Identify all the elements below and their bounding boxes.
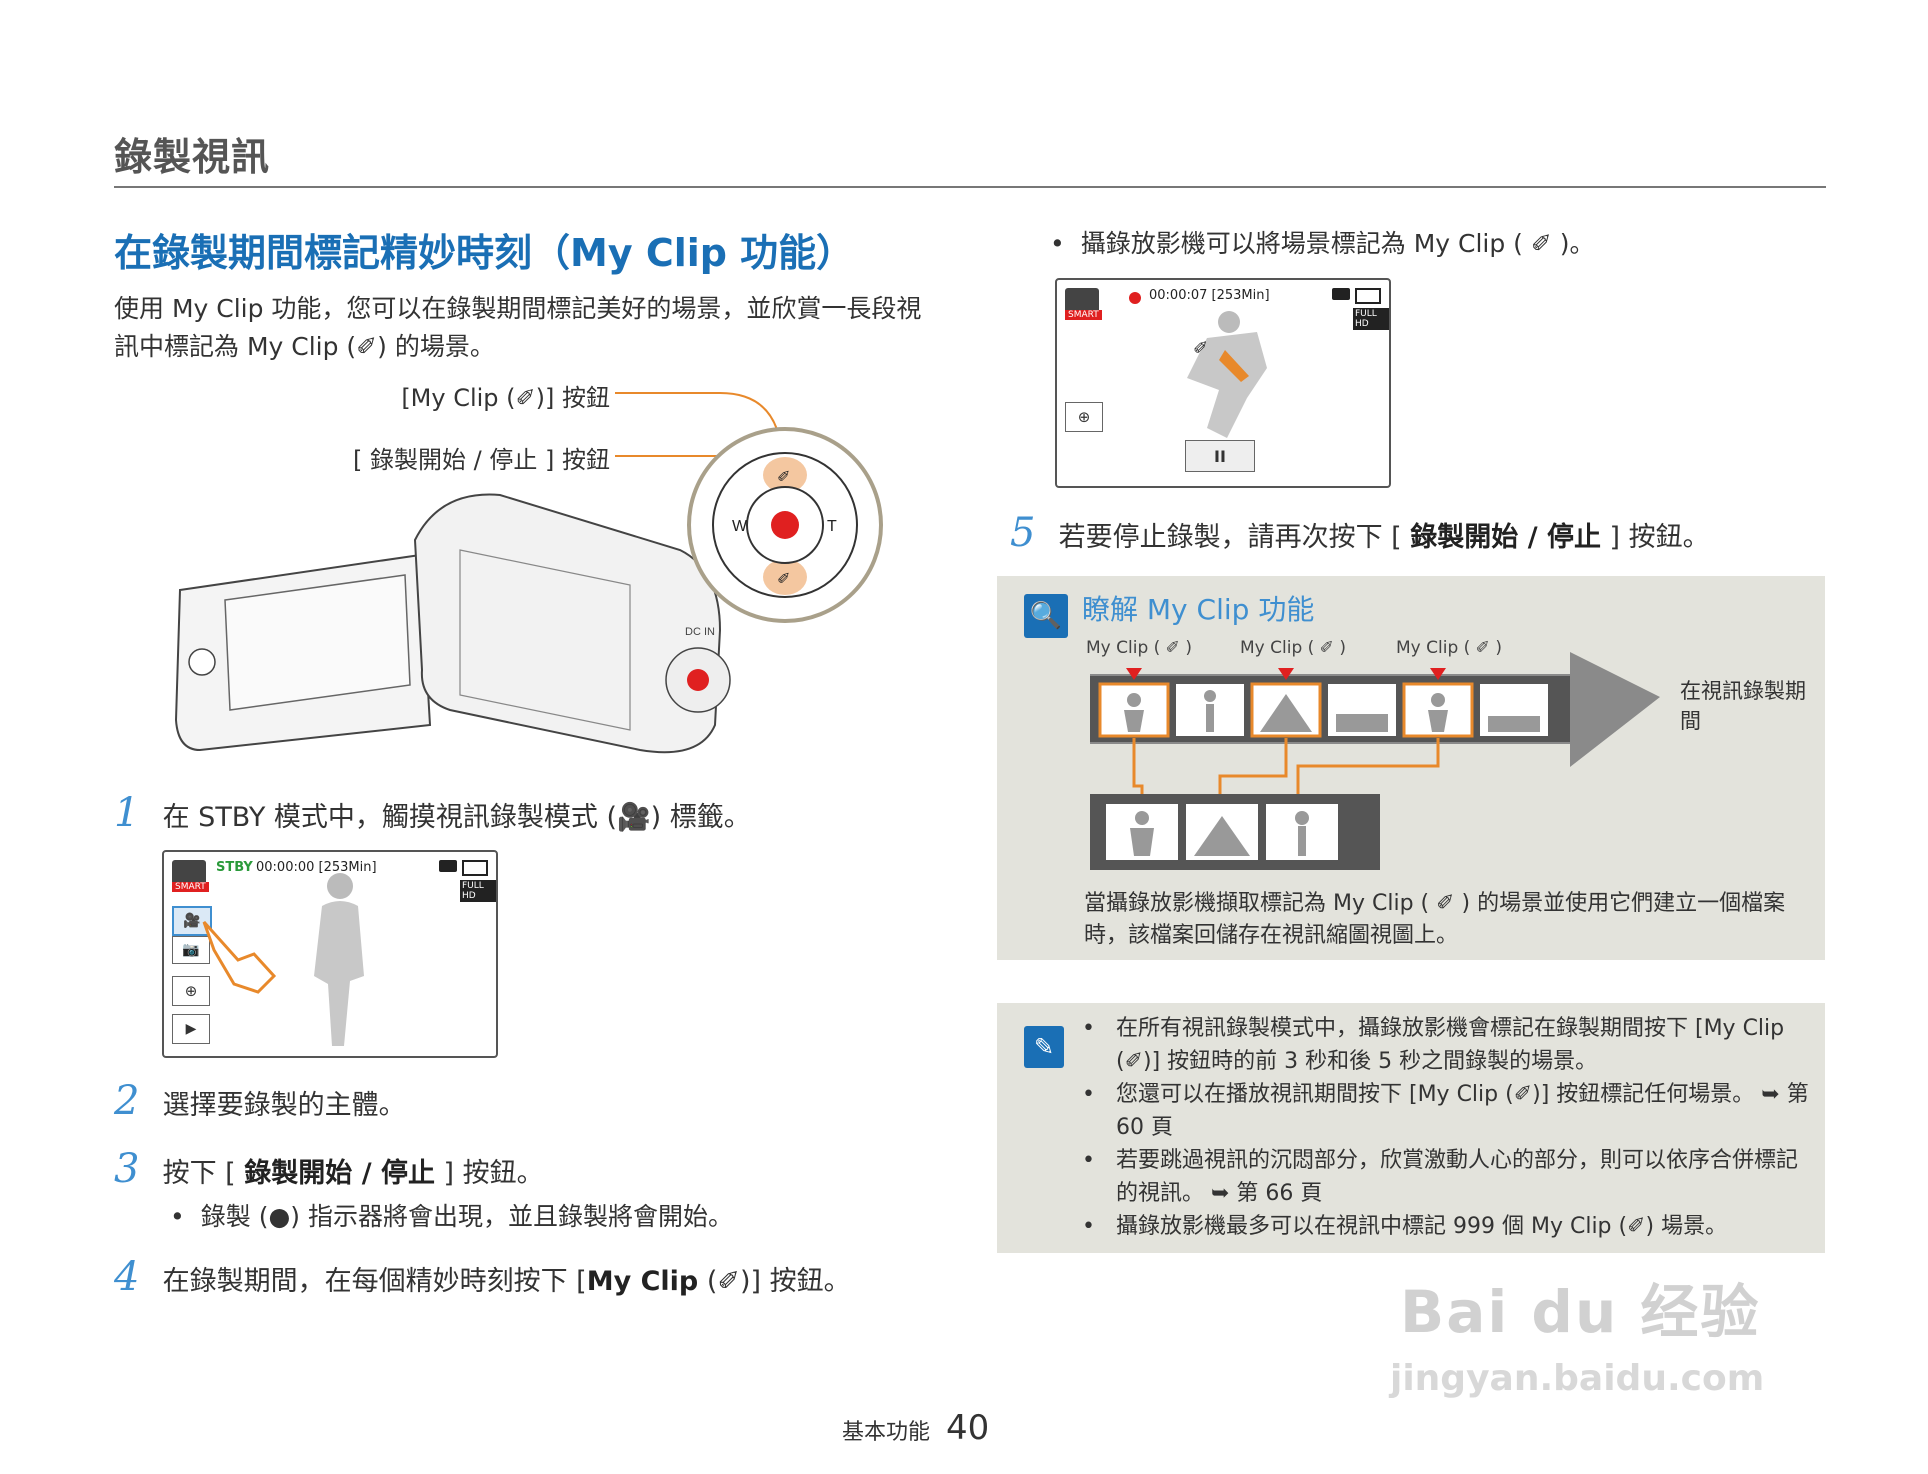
myclip-icon: ✐ [777,467,790,486]
step-2: 2 選擇要錄製的主體。 [114,1078,406,1124]
status-text: STBY [216,860,253,875]
full-hd-badge: FULL HD [1353,308,1389,330]
rec-time: 00:00:07 [253Min] [1149,288,1270,303]
step-text-end: ] 按鈕。 [434,1158,544,1189]
note-pencil-icon: ✎ [1024,1026,1064,1068]
step-text: 若要停止錄製，請再次按下 [ [1058,522,1411,553]
header-divider [114,186,1826,188]
dcin-label: DC IN [685,626,715,638]
jumping-subject-silhouette: ✐ [1187,311,1267,438]
step-number: 3 [114,1146,140,1192]
battery-icon [1355,288,1381,304]
card-icon [1332,288,1350,300]
page-title: 在錄製期間標記精妙時刻（My Clip 功能） [114,231,855,275]
hand-pointer-icon [202,920,277,994]
subject-silhouette [314,873,364,1046]
step-bold: 錄製開始 / 停止 [244,1158,435,1189]
note-list: 在所有視訊錄製模式中，攝錄放影機會標記在錄製期間按下 [My Clip (✐)]… [1080,1012,1810,1243]
full-hd-badge: FULL HD [460,880,496,902]
step-number: 5 [1010,510,1036,556]
step-text-end: ] 按鈕。 [1600,522,1710,553]
camcorder-illustration: DC IN W T ✐ ✐ [174,392,883,754]
video-mode-tab[interactable]: 🎥 [172,906,212,936]
rec-indicator-icon [1129,292,1141,304]
zoom-icon[interactable]: ⊕ [172,976,210,1006]
tip-caption: 當攝錄放影機擷取標記為 My Clip ( ✐ ) 的場景並使用它們建立一個檔案… [1084,891,1786,948]
pause-button[interactable]: II [1185,440,1255,472]
myclip-icon-lower: ✐ [777,569,790,588]
card-icon [439,860,457,872]
lcd-screen-stby: SMART STBY 00:00:00 [253Min] FULL HD 🎥 📷… [162,850,498,1058]
watermark-brand: Bai du 经验 [1400,1278,1761,1346]
step-bold: 錄製開始 / 停止 [1410,522,1601,553]
dial-w-label: W [732,518,748,535]
step-3-bullet: 錄製 (●) 指示器將會出現，並且錄製將會開始。 [170,1198,733,1236]
myclip-label-1: My Clip ( ✐ ) [1086,638,1192,658]
step-number: 1 [114,790,140,836]
step-number: 4 [114,1254,140,1300]
note-item: 若要跳過視訊的沉悶部分，欣賞激動人心的部分，則可以依序合併標記的視訊。 ➥ 第 … [1080,1144,1810,1210]
arrow-caption: 在視訊錄製期間 [1680,679,1806,733]
magnifier-icon: 🔍 [1024,594,1068,638]
bullet-text: 攝錄放影機可以將場景標記為 My Clip ( ✐ )。 [1080,229,1595,258]
step-text: 選擇要錄製的主體。 [162,1090,406,1121]
footer-label: 基本功能 [842,1420,931,1445]
note-item: 在所有視訊錄製模式中，攝錄放影機會標記在錄製期間按下 [My Clip (✐)]… [1080,1012,1810,1078]
step-bold: My Clip [586,1266,699,1297]
section-title: 錄製視訊 [114,135,271,179]
tip-title: 瞭解 My Clip 功能 [1082,593,1315,626]
step-3: 3 按下 [ 錄製開始 / 停止 ] 按鈕。 [114,1146,544,1192]
note-item: 攝錄放影機最多可以在視訊中標記 999 個 My Clip (✐) 場景。 [1080,1210,1810,1243]
bullet-text: 錄製 (●) 指示器將會出現，並且錄製將會開始。 [200,1202,733,1231]
callout-rec-button: [ 錄製開始 / 停止 ] 按鈕 [353,446,610,474]
smart-label: SMART [1065,310,1102,320]
photo-mode-tab[interactable]: 📷 [172,936,210,964]
time-remaining: 00:00:00 [253Min] [256,860,377,875]
lcd-screen-recording: SMART 00:00:07 [253Min] FULL HD ⊕ II ✐ [1055,278,1391,488]
filmstrip-diagram [1090,652,1660,870]
right-bullet-1: 攝錄放影機可以將場景標記為 My Clip ( ✐ )。 [1050,225,1595,263]
step-5: 5 若要停止錄製，請再次按下 [ 錄製開始 / 停止 ] 按鈕。 [1010,510,1710,556]
intro-paragraph: 使用 My Clip 功能，您可以在錄製期間標記美好的場景，並欣賞一長段視訊中標… [114,294,922,361]
play-icon[interactable]: ▶ [172,1014,210,1044]
myclip-label-2: My Clip ( ✐ ) [1240,638,1346,658]
smart-label: SMART [172,882,209,892]
zoom-icon[interactable]: ⊕ [1065,402,1103,432]
watermark-url: jingyan.baidu.com [1390,1358,1765,1399]
step-text: 按下 [ [162,1158,245,1189]
page-footer: 基本功能 40 [842,1408,989,1448]
step-text-end: (✐)] 按鈕。 [698,1266,851,1297]
step-text: 在錄製期間，在每個精妙時刻按下 [ [162,1266,587,1297]
battery-icon [462,860,488,876]
step-number: 2 [114,1078,140,1124]
dial-t-label: T [827,518,837,535]
note-item: 您還可以在播放視訊期間按下 [My Clip (✐)] 按鈕標記任何場景。 ➥ … [1080,1078,1810,1144]
step-text: 在 STBY 模式中，觸摸視訊錄製模式 (🎥) 標籤。 [162,802,751,833]
svg-text:✐: ✐ [1193,338,1208,359]
step-1: 1 在 STBY 模式中，觸摸視訊錄製模式 (🎥) 標籤。 [114,790,751,836]
callout-myclip-button: [My Clip (✐)] 按鈕 [401,384,610,412]
step-4: 4 在錄製期間，在每個精妙時刻按下 [My Clip (✐)] 按鈕。 [114,1254,851,1300]
page-number: 40 [946,1408,990,1448]
myclip-label-3: My Clip ( ✐ ) [1396,638,1502,658]
